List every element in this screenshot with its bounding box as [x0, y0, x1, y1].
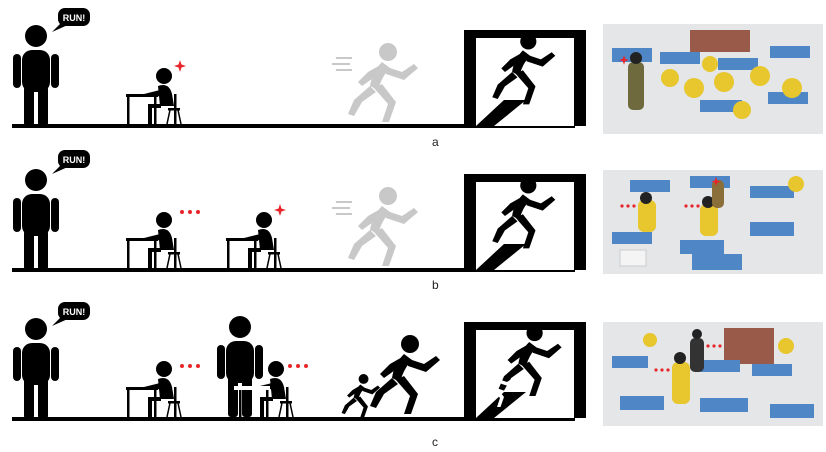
speech-text: RUN! [63, 13, 86, 23]
panel-label-b: b [432, 278, 439, 292]
gaze-dots [180, 210, 200, 214]
exit-doorway [464, 30, 586, 126]
panel-label-c: c [432, 435, 438, 449]
speech-text: RUN! [63, 155, 86, 165]
gaze-dots [180, 364, 200, 368]
classroom-photo-a [603, 24, 823, 134]
exit-doorway [464, 174, 586, 270]
alert-sparkle-icon [274, 204, 286, 216]
panel-label-a: a [432, 135, 439, 149]
teacher-figure [13, 169, 59, 270]
escaping-runner-ghost [332, 187, 418, 266]
alert-sparkle-icon [174, 60, 186, 72]
seated-student [126, 68, 181, 124]
seated-student [126, 212, 181, 268]
running-pair [342, 335, 440, 417]
classroom-photo-c [603, 322, 823, 426]
panel-b: RUN! b [12, 150, 823, 292]
teacher-figure [13, 25, 59, 126]
gaze-dots [288, 364, 308, 368]
speech-text: RUN! [63, 307, 86, 317]
seated-student [126, 361, 181, 417]
seated-student [226, 212, 281, 268]
panel-c: RUN! c [12, 302, 823, 449]
escaping-runner-ghost [332, 43, 418, 122]
panel-a: RUN! a [12, 8, 823, 149]
classroom-photo-b [603, 170, 823, 274]
exit-doorway [464, 322, 586, 418]
teacher-figure [13, 318, 59, 419]
